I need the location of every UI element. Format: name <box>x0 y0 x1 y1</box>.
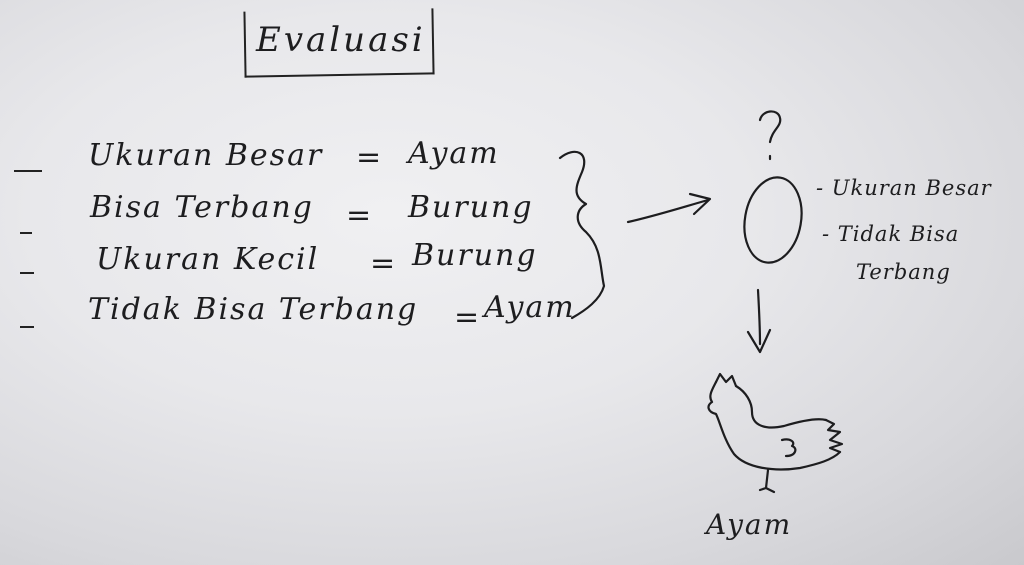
bullet-dash <box>20 326 34 328</box>
arrow-right-icon <box>626 198 710 224</box>
bullet-dash <box>20 232 32 234</box>
unknown-object-icon <box>743 176 803 264</box>
rule-equals: = <box>346 198 374 233</box>
rule-result: Burung <box>412 238 538 273</box>
rule-condition: Ukuran Kecil <box>96 242 320 277</box>
rule-equals: = <box>454 300 482 335</box>
question-mark-icon <box>758 110 782 144</box>
rule-result: Ayam <box>484 290 576 325</box>
rule-equals: = <box>356 140 384 175</box>
arrow-down-icon <box>756 288 762 346</box>
arrow-right-head-icon <box>688 192 712 216</box>
feature-note: - Ukuran Besar <box>816 176 992 200</box>
rule-result: Ayam <box>408 136 500 171</box>
rule-condition: Ukuran Besar <box>88 138 324 173</box>
rule-condition: Tidak Bisa Terbang <box>88 292 419 327</box>
rule-equals: = <box>370 246 398 281</box>
feature-note: - Tidak Bisa <box>822 222 960 246</box>
arrow-down-head-icon <box>746 328 772 354</box>
bullet-dash <box>20 272 34 274</box>
rule-result: Burung <box>408 190 534 225</box>
chicken-icon <box>707 372 844 494</box>
bullet-dash <box>14 170 42 172</box>
feature-note: Terbang <box>856 260 951 284</box>
page-title: Evaluasi <box>256 20 426 60</box>
curly-brace <box>558 150 606 320</box>
rule-condition: Bisa Terbang <box>90 190 314 225</box>
conclusion-label: Ayam <box>706 508 793 541</box>
